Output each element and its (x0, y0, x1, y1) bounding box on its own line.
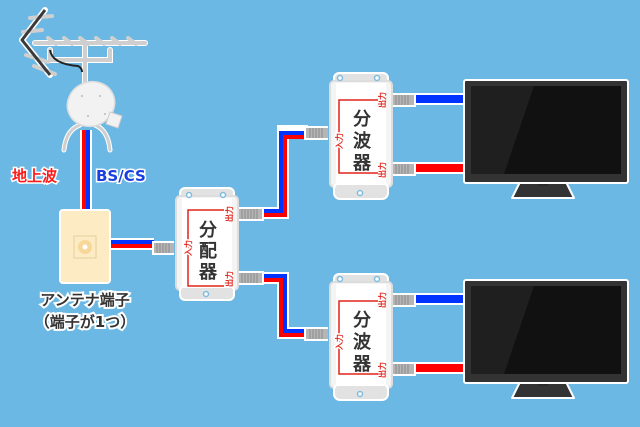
splitter-output-connector-bottom (236, 271, 264, 285)
wall-outlet-caption-line2: （端子が1つ） (35, 313, 135, 331)
mount-hole-icon (356, 189, 364, 197)
cables (80, 93, 466, 374)
splitter-output-label-top: 出力 (224, 206, 234, 222)
tv-bottom (463, 279, 629, 399)
wall-outlet-caption-line1: アンテナ端子 (40, 291, 129, 309)
separator-input-connector (304, 126, 328, 140)
separator-bottom-to-tv-cables (414, 293, 466, 374)
tv-icon (463, 79, 629, 199)
terrestrial-label: 地上波 (12, 167, 58, 185)
separator-input-label: 入力 (334, 133, 344, 150)
mount-hole-icon (373, 74, 381, 82)
splitter-output-label-bottom: 出力 (224, 271, 234, 287)
separator-name-char: 波 (353, 130, 372, 152)
mount-hole-icon (356, 390, 364, 398)
separator-name-char: 器 (352, 354, 372, 375)
splitter-input-connector (152, 241, 174, 255)
splitter-to-separator-bottom-cable (262, 272, 308, 339)
tv-top (463, 79, 629, 199)
separator-output-connector-terrestrial (390, 162, 416, 176)
antenna-to-outlet-cable (80, 130, 92, 212)
separator-output-connector-terrestrial (390, 362, 416, 376)
uhf-antenna-icon (19, 7, 148, 88)
satellite-label: BS/CS (96, 167, 146, 185)
separator-output-label-bottom: 出力 (377, 162, 387, 178)
separator-output-label-top: 出力 (377, 292, 387, 308)
splitter-device: 分 配 器 入力 出力 出力 (152, 187, 264, 301)
tv-icon (463, 279, 629, 399)
separator-top-to-tv-cables (414, 93, 466, 174)
antenna-assembly (19, 7, 148, 153)
mount-hole-icon (373, 275, 381, 283)
separator-input-connector (304, 327, 328, 341)
wall-outlet (59, 209, 111, 284)
mount-hole-icon (202, 290, 210, 298)
outlet-to-splitter-cable (109, 238, 154, 250)
coax-port-icon (82, 244, 88, 250)
separator-output-label-bottom: 出力 (377, 362, 387, 378)
separator-device-bottom: 分 波 器 入力 出力 出力 (304, 273, 416, 401)
separator-input-label: 入力 (334, 334, 344, 351)
splitter-input-label: 入力 (183, 240, 193, 257)
splitter-name-char: 配 (199, 241, 217, 262)
splitter-to-separator-top-cable (262, 125, 308, 219)
mount-hole-icon (336, 275, 344, 283)
mount-hole-icon (185, 191, 193, 199)
separator-name-char: 波 (353, 331, 372, 353)
splitter-name-char: 器 (198, 262, 218, 283)
separator-output-connector-bs (390, 293, 416, 307)
mount-hole-icon (336, 74, 344, 82)
separator-name-char: 分 (353, 109, 371, 130)
satellite-dish-icon (61, 80, 123, 153)
separator-output-label-top: 出力 (377, 92, 387, 108)
splitter-output-connector-top (236, 207, 264, 221)
mount-hole-icon (219, 191, 227, 199)
separator-name-char: 分 (353, 310, 371, 331)
separator-output-connector-bs (390, 93, 416, 107)
splitter-name-char: 分 (199, 220, 217, 241)
separator-name-char: 器 (352, 153, 372, 174)
separator-device-top: 分 波 器 入力 出力 出力 (304, 72, 416, 200)
